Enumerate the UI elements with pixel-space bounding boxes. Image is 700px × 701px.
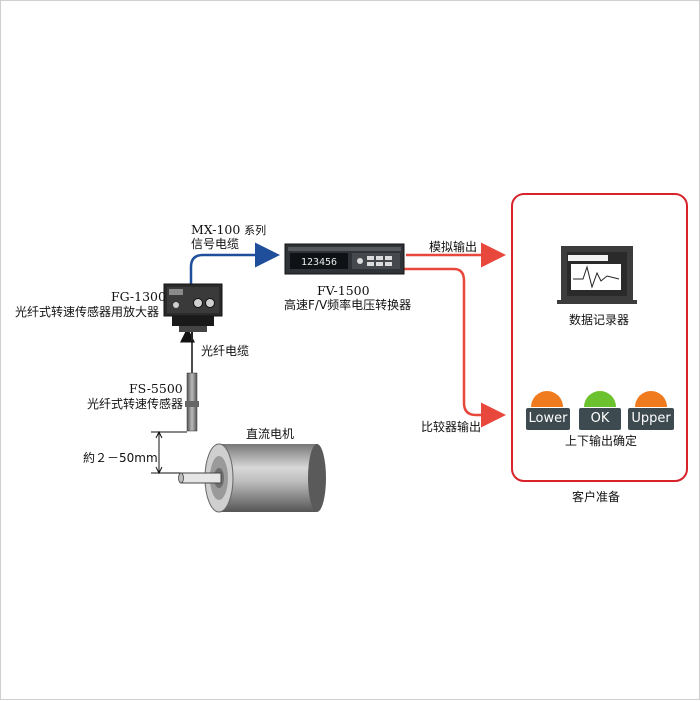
data-recorder-icon [557, 246, 637, 304]
lamp-lower [531, 391, 563, 407]
customer-caption: 客户准备 [572, 490, 621, 504]
amplifier-desc: 光纤式转速传感器用放大器 [15, 305, 160, 319]
fiber-cable-label: 光纤电缆 [201, 344, 250, 358]
amplifier-model: FG-1300 [111, 289, 166, 304]
comparator-output-arrow [404, 267, 506, 428]
converter-display-value: 123456 [301, 257, 337, 268]
lamps-label: 上下输出确定 [565, 434, 638, 448]
comparator-output-label: 比较器输出 [421, 420, 482, 434]
lamp-lower-label: Lower [526, 408, 570, 430]
customer-box [511, 193, 688, 482]
converter-desc: 高速F/V频率电压转换器 [284, 298, 412, 312]
sensor-desc: 光纤式转速传感器 [87, 397, 184, 411]
converter-model: FV-1500 [317, 283, 370, 298]
analog-output-label: 模拟输出 [429, 240, 478, 254]
sensor-model: FS-5500 [129, 381, 183, 396]
cable-suffix: 系列 [244, 224, 267, 237]
lamp-ok [584, 391, 616, 407]
converter-device: 123456 [284, 243, 405, 275]
lamp-upper-label: Upper [628, 408, 674, 430]
lamp-upper [635, 391, 667, 407]
lamp-ok-label: OK [579, 408, 621, 430]
motor-label: 直流电机 [246, 427, 295, 441]
amplifier-device [163, 283, 223, 341]
cable-desc: 信号电缆 [191, 237, 240, 251]
cable-label: MX-100 系列 [191, 223, 266, 238]
distance-label: 約２－50mm [83, 451, 158, 465]
data-recorder-label: 数据记录器 [569, 313, 630, 327]
motor-device [178, 443, 326, 513]
sensor-device [185, 372, 199, 432]
signal-cable-arrow [189, 242, 280, 284]
cable-model: MX-100 [191, 222, 241, 237]
